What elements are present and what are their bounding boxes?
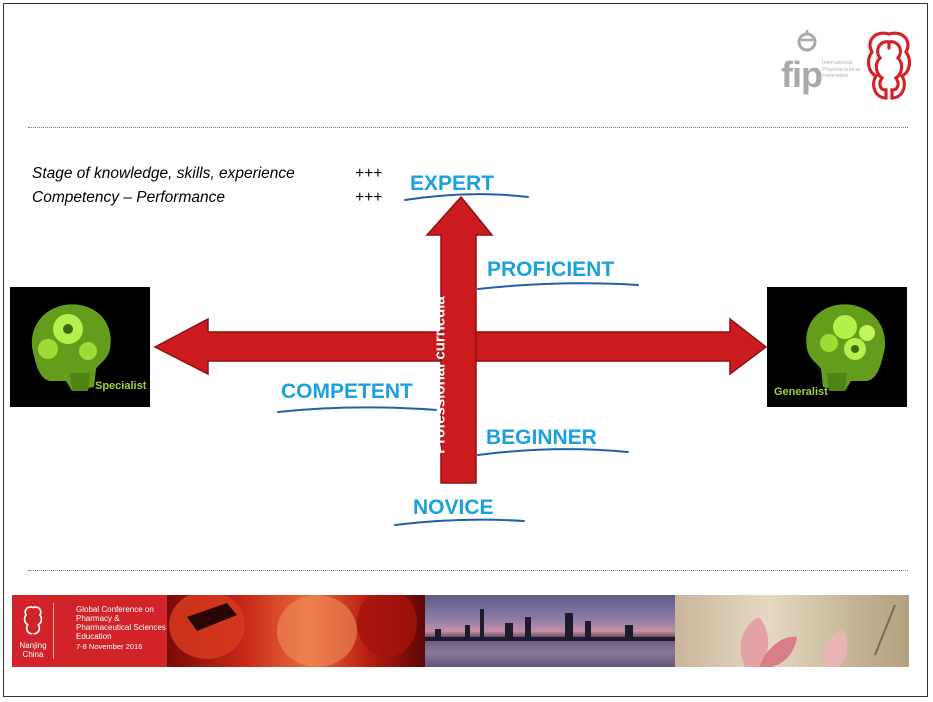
lantern-image-icon bbox=[169, 595, 417, 667]
level-proficient: PROFICIENT bbox=[487, 258, 615, 281]
novice-underline bbox=[394, 518, 525, 526]
fip-logo: fip bbox=[781, 28, 823, 100]
stage-marker: +++ bbox=[355, 189, 383, 206]
stage-line-competency: Competency – Performance +++ bbox=[32, 189, 383, 206]
fip-emblem-icon bbox=[23, 606, 43, 635]
conference-banner: Nanjing China Global Conference on Pharm… bbox=[12, 595, 909, 667]
level-beginner: BEGINNER bbox=[486, 426, 597, 449]
top-divider bbox=[28, 127, 908, 128]
generalist-panel: Generalist bbox=[767, 287, 907, 407]
fip-org-name: International Pharmaceutical Federation bbox=[822, 60, 860, 79]
fip-red-emblem-icon bbox=[866, 31, 912, 100]
proficient-underline bbox=[477, 282, 639, 290]
banner-lantern-image bbox=[167, 595, 425, 667]
slide-frame bbox=[3, 3, 928, 697]
expert-underline bbox=[404, 193, 529, 201]
banner-skyline-image bbox=[425, 595, 675, 667]
bottom-divider bbox=[28, 570, 908, 571]
level-competent: COMPETENT bbox=[281, 380, 413, 403]
head-gears-icon bbox=[806, 304, 886, 391]
fip-logo-text: fip bbox=[781, 54, 823, 95]
stage-line-knowledge: Stage of knowledge, skills, experience +… bbox=[32, 165, 383, 182]
level-expert: EXPERT bbox=[410, 172, 495, 195]
conference-dates: 7-8 November 2016 bbox=[76, 642, 143, 651]
head-gears-icon bbox=[31, 304, 111, 391]
banner-logo-panel: Nanjing China Global Conference on Pharm… bbox=[12, 595, 167, 667]
beginner-underline bbox=[477, 448, 629, 456]
generalist-label: Generalist bbox=[774, 386, 828, 398]
competent-underline bbox=[277, 406, 438, 413]
specialist-label: Specialist bbox=[95, 380, 147, 392]
specialist-panel: Specialist bbox=[10, 287, 150, 407]
magnolia-image-icon bbox=[740, 604, 896, 667]
level-novice: NOVICE bbox=[413, 496, 494, 519]
banner-divider bbox=[53, 603, 54, 659]
fip-logo-mark-icon bbox=[797, 30, 817, 52]
banner-flower-image bbox=[675, 595, 909, 667]
stage-marker: +++ bbox=[355, 165, 383, 182]
skyline-image-icon bbox=[425, 609, 675, 667]
conference-title: Global Conference on Pharmacy & Pharmace… bbox=[76, 605, 166, 641]
banner-city: Nanjing China bbox=[19, 641, 47, 659]
vertical-up-arrow bbox=[425, 195, 494, 484]
